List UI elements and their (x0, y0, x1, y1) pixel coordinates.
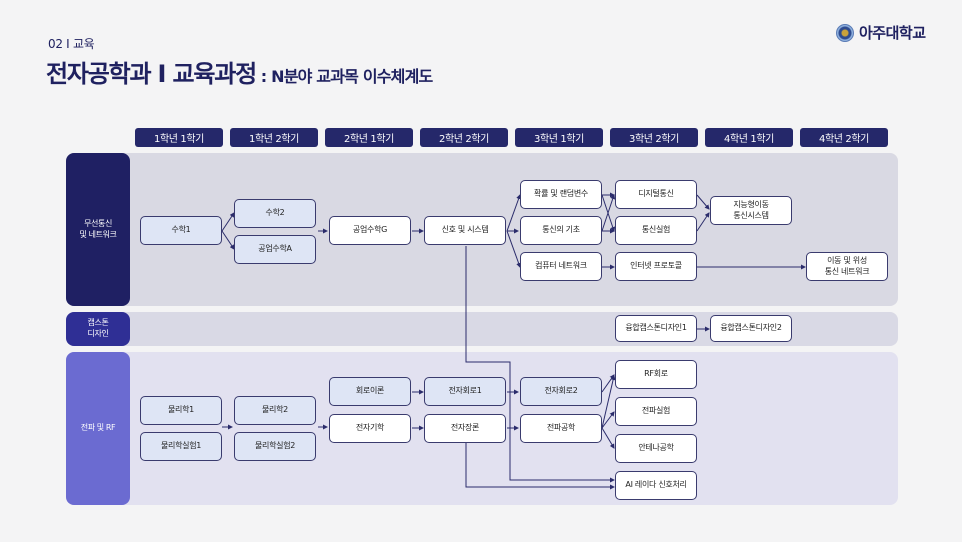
semester-header: 4학년 2학기 (800, 128, 888, 147)
section-label: 02 I 교육 (48, 37, 95, 51)
university-emblem-icon (836, 23, 854, 42)
course-wave-eng[interactable]: 전파공학 (520, 414, 602, 443)
semester-header: 2학년 2학기 (420, 128, 508, 147)
university-name: 아주대학교 (859, 24, 926, 42)
course-wave-lab[interactable]: 전파실험 (615, 397, 697, 426)
course-physics-lab2[interactable]: 물리학실험2 (234, 432, 316, 461)
course-digital-comm[interactable]: 디지털통신 (615, 180, 697, 209)
university-logo: 아주대학교 (836, 22, 926, 43)
course-electromagnetics[interactable]: 전자기학 (329, 414, 411, 443)
course-antenna[interactable]: 안테나공학 (615, 434, 697, 463)
course-electronics1[interactable]: 전자회로1 (424, 377, 506, 406)
title-sub: : N분야 교과목 이수체계도 (255, 67, 434, 86)
course-intelligent-mobile[interactable]: 지능형이동 통신시스템 (710, 196, 792, 225)
course-ai-radar[interactable]: AI 레이다 신호처리 (615, 471, 697, 500)
course-comm-basics[interactable]: 통신의 기초 (520, 216, 602, 245)
course-internet-protocol[interactable]: 인터넷 프로토콜 (615, 252, 697, 281)
course-physics1[interactable]: 물리학1 (140, 396, 222, 425)
course-networks[interactable]: 컴퓨터 네트워크 (520, 252, 602, 281)
semester-header: 3학년 1학기 (515, 128, 603, 147)
semester-header: 2학년 1학기 (325, 128, 413, 147)
course-eng-math-a[interactable]: 공업수학A (234, 235, 316, 264)
lane-label-rf: 전파 및 RF (66, 352, 130, 505)
semester-header: 3학년 2학기 (610, 128, 698, 147)
course-signals[interactable]: 신호 및 시스템 (424, 216, 506, 245)
course-capstone1[interactable]: 융합캡스톤디자인1 (615, 315, 697, 342)
course-eng-math-g[interactable]: 공업수학G (329, 216, 411, 245)
course-capstone2[interactable]: 융합캡스톤디자인2 (710, 315, 792, 342)
course-electronics2[interactable]: 전자회로2 (520, 377, 602, 406)
course-math1[interactable]: 수학1 (140, 216, 222, 245)
page-title: 전자공학과 I 교육과정 : N분야 교과목 이수체계도 (46, 54, 434, 89)
course-mobile-satellite[interactable]: 이동 및 위성 통신 네트워크 (806, 252, 888, 281)
lane-label-wireless: 무선통신 및 네트워크 (66, 153, 130, 306)
course-physics-lab1[interactable]: 물리학실험1 (140, 432, 222, 461)
semester-header: 1학년 1학기 (135, 128, 223, 147)
course-rf-circuit[interactable]: RF회로 (615, 360, 697, 389)
course-em-fields[interactable]: 전자장론 (424, 414, 506, 443)
course-circuit-theory[interactable]: 회로이론 (329, 377, 411, 406)
semester-header: 4학년 1학기 (705, 128, 793, 147)
lane-label-capstone: 캡스톤 디자인 (66, 312, 130, 346)
course-math2[interactable]: 수학2 (234, 199, 316, 228)
course-physics2[interactable]: 물리학2 (234, 396, 316, 425)
semester-header: 1학년 2학기 (230, 128, 318, 147)
title-main: 전자공학과 I 교육과정 (46, 60, 257, 88)
course-comm-lab[interactable]: 통신실험 (615, 216, 697, 245)
course-probability[interactable]: 확률 및 랜덤변수 (520, 180, 602, 209)
